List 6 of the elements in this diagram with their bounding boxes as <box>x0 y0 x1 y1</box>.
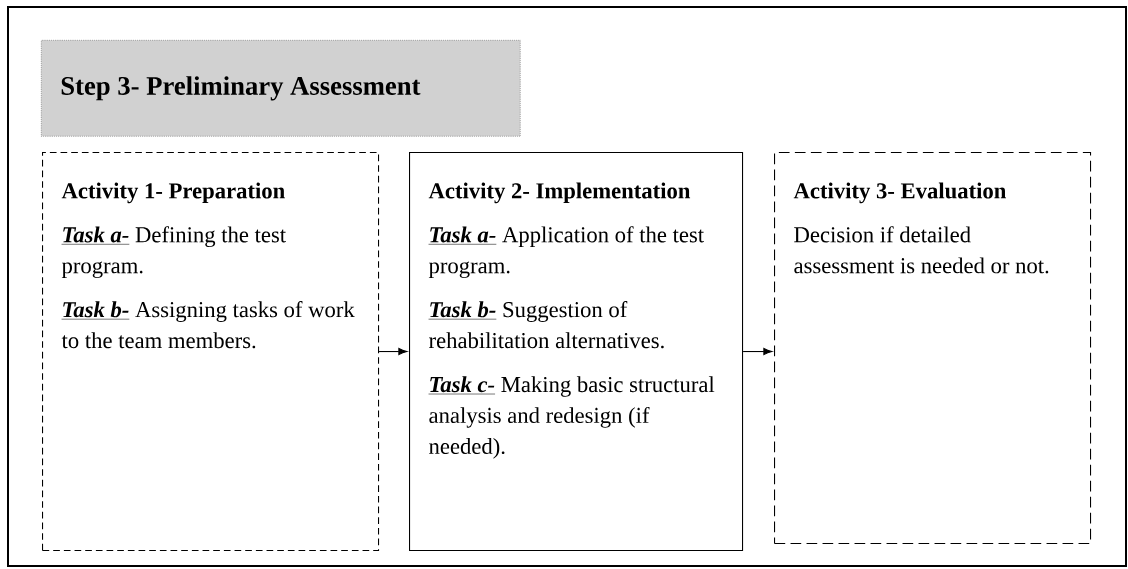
heading-box: Step 3- Preliminary Assessment <box>41 40 521 137</box>
activity-box: Activity 2- Implementation Task a- Application of the test program. Task b- Suggestion of rehabilitation alternatives. Task c- Making basic structural analysis and redesign (if needed). <box>409 152 744 552</box>
activity-box: Activity 3- Evaluation Decision if detailed assessment is needed or not. <box>774 152 1092 545</box>
activity-box: Activity 1- Preparation Task a- Defining the test program. Task b- Assigning tasks of work to the team members. <box>42 152 380 552</box>
arrow <box>378 347 408 356</box>
arrow <box>742 347 773 356</box>
